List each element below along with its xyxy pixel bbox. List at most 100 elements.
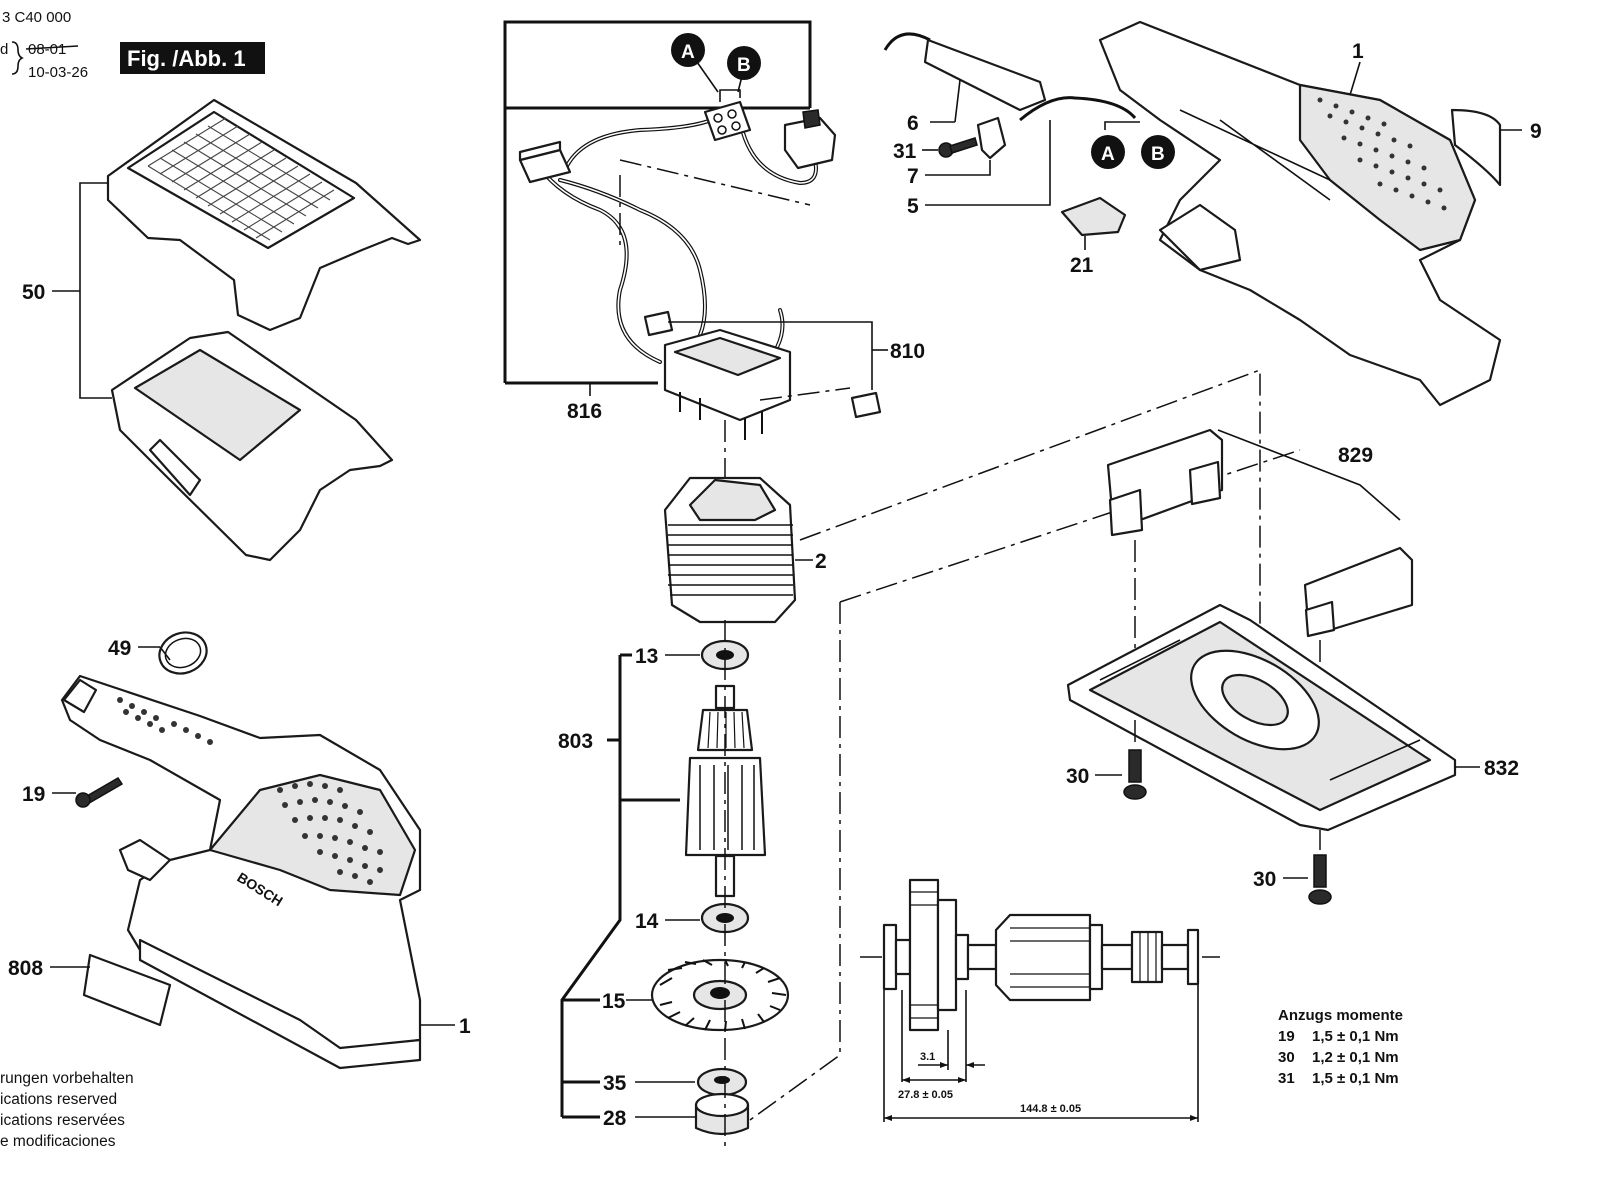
fan-bore: [710, 987, 730, 999]
connector-plug-top: [518, 140, 562, 162]
leader-49b: [159, 646, 171, 661]
commutator: [696, 708, 754, 752]
cable-nozzle: [62, 678, 98, 714]
note-line: ications reservées: [0, 1112, 125, 1129]
dim-arrow-3-1b: [966, 1062, 974, 1068]
bracket-829: [1217, 429, 1401, 521]
marker-a-top: [671, 33, 705, 67]
label-9: 9: [1530, 120, 1542, 143]
disclaimer-notes: rungen vorbehalten ications reserved ica…: [0, 1068, 134, 1152]
dim-bearing-right: [1186, 928, 1200, 986]
washer-35-bore: [714, 1076, 730, 1084]
frame-816: [503, 20, 812, 383]
label-35: 35: [603, 1072, 627, 1095]
marker-b-mid: [1141, 135, 1175, 169]
torque-value: 1,5 ± 0,1 Nm: [1312, 1070, 1399, 1087]
label-a-top: A: [681, 42, 695, 63]
centerline-assembly-b: [749, 449, 1301, 1121]
label-1-bottom: 1: [459, 1015, 471, 1038]
torque-part: 30: [1278, 1049, 1295, 1066]
leader-7: [925, 160, 991, 176]
power-cable: [883, 32, 931, 51]
housing-vents: [1317, 97, 1447, 211]
dim-shaft-right: [1160, 943, 1190, 971]
label-7: 7: [907, 165, 919, 188]
note-line: e modificaciones: [0, 1133, 116, 1150]
vent-holes: [117, 697, 383, 885]
date-new: 10-03-26: [28, 64, 88, 81]
pad-holder-b-leg: [1304, 600, 1336, 638]
dim-shaft-left: [966, 943, 998, 971]
label-803: 803: [558, 730, 593, 753]
doc-number: 3 C40 000: [2, 9, 71, 26]
fan-blades: [659, 959, 787, 1032]
module-pins: [679, 392, 763, 440]
wiring-assembly: 816 A B: [503, 20, 925, 440]
switch-lever: [802, 109, 821, 129]
dim-3-1: 3.1: [920, 1051, 935, 1063]
dim-fan-back: [936, 898, 958, 1012]
dim-commutator: [1130, 930, 1164, 984]
armature-stack: 803 13 14: [558, 620, 790, 1150]
base-plate-ring-inner: [1221, 673, 1289, 727]
label-21: 21: [1070, 254, 1094, 277]
pad-holder-a-leg2: [1188, 460, 1222, 506]
carbon-brush-b: [850, 391, 882, 419]
dim-arrow-3-1: [940, 1062, 948, 1068]
dust-box-opening: [133, 348, 302, 462]
label-810: 810: [890, 340, 925, 363]
torque-value: 1,5 ± 0,1 Nm: [1312, 1028, 1399, 1045]
filter-grid: [126, 110, 356, 250]
housing-assembled: 49 BOSCH 808 19 1: [8, 631, 471, 1070]
screw-30-left: [1123, 749, 1147, 800]
label-30-bottom: 30: [1253, 868, 1276, 891]
dust-port: [118, 838, 172, 882]
cable-clamp: [976, 116, 1007, 160]
dim-27-8: 27.8 ± 0.05: [898, 1089, 953, 1101]
centerline-wire: [619, 159, 811, 206]
note-line: rungen vorbehalten: [0, 1070, 134, 1087]
strain-relief: [1060, 196, 1127, 237]
dust-box-grip: [148, 438, 202, 497]
ab-bracket: [719, 89, 741, 102]
centerline-brush: [759, 387, 851, 401]
marker-a-mid: [1091, 135, 1125, 169]
dim-core-lines: [1010, 927, 1090, 988]
bearing-13-bore: [716, 650, 734, 660]
sticker-9: [1450, 108, 1502, 187]
dim-fan: [908, 878, 940, 1032]
base-plate-ribs: [1099, 639, 1421, 781]
switch: [783, 116, 837, 170]
dim-bearing-left: [954, 933, 970, 981]
label-sticker: [82, 953, 172, 1027]
strike-line: [25, 45, 79, 50]
marker-b-top: [727, 46, 761, 80]
stator-laminations: [668, 524, 793, 596]
dim-winding-end: [1088, 923, 1104, 991]
dim-fan-lines: [910, 891, 938, 1019]
dim-hub-left: [894, 938, 912, 976]
o-ring: [158, 631, 208, 675]
ab-bracket-mid: [1104, 121, 1140, 130]
bracket-803: [560, 655, 622, 1117]
bracket-prefix: d: [0, 41, 8, 58]
armature-core: [684, 756, 767, 857]
screw-31: [938, 137, 978, 158]
dim-armature-core: [994, 913, 1092, 1002]
label-19: 19: [22, 783, 45, 806]
filter-grid-pattern: [147, 117, 335, 241]
terminal-block: [703, 100, 752, 142]
label-1-top: 1: [1352, 40, 1364, 63]
module-top: [673, 336, 782, 377]
counterweight-28-top: [694, 1092, 750, 1118]
label-829: 829: [1338, 444, 1373, 467]
dim-shaft-mid: [1100, 943, 1134, 971]
dim-comm-lines: [1139, 932, 1157, 982]
fig-label: Fig. /Abb. 1: [127, 46, 246, 71]
label-5: 5: [907, 195, 919, 218]
dust-box-assembly: 50: [22, 98, 422, 562]
label-31: 31: [893, 140, 917, 163]
